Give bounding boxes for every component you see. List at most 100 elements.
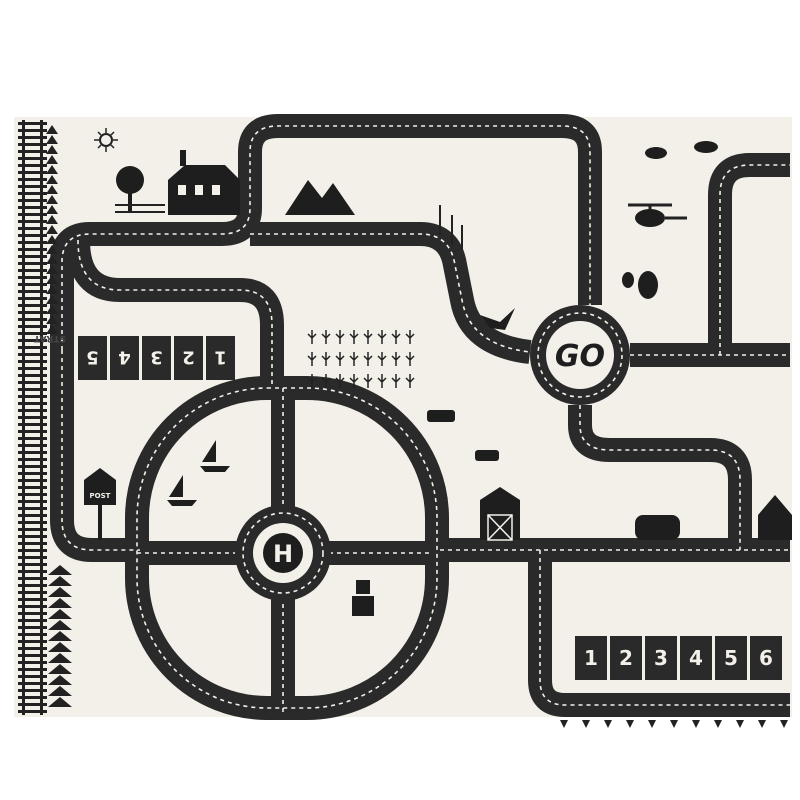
- number-box-label: 5: [724, 646, 738, 670]
- crop-icon: [363, 352, 373, 366]
- rail-tie: [18, 444, 47, 447]
- rail-tie: [18, 262, 47, 265]
- rail-tie: [18, 423, 47, 426]
- arrow-icon: [626, 720, 634, 728]
- pine-tree-icon: [48, 664, 72, 674]
- crop-icon: [377, 374, 387, 388]
- rail-tie: [18, 654, 47, 657]
- crop-field: [307, 330, 415, 388]
- number-box: [610, 636, 642, 680]
- rail-tie: [18, 472, 47, 475]
- arrow-icon: [758, 720, 766, 728]
- pine-tree-icon: [46, 135, 58, 144]
- rail-tie: [18, 416, 47, 419]
- start-label: STRAT: [33, 333, 66, 343]
- road-center-line: [539, 550, 790, 706]
- rail-tie: [18, 227, 47, 230]
- sun-icon: [94, 128, 118, 152]
- number-box: [680, 636, 712, 680]
- rail-tie: [18, 640, 47, 643]
- pine-tree-icon: [48, 653, 72, 663]
- number-box: [206, 336, 235, 380]
- crop-icon: [321, 374, 331, 388]
- pine-tree-icon: [46, 285, 58, 294]
- roads: [50, 114, 790, 720]
- rail-tie: [18, 269, 47, 272]
- rail-tie: [18, 451, 47, 454]
- rail-tie: [18, 150, 47, 153]
- rail-tie: [18, 192, 47, 195]
- rail-tie: [18, 619, 47, 622]
- rail-tie: [18, 311, 47, 314]
- number-box: [78, 336, 107, 380]
- rail-tie: [18, 528, 47, 531]
- pine-tree-icon: [46, 295, 58, 304]
- rail-tie: [18, 507, 47, 510]
- pine-tree-icon: [48, 675, 72, 685]
- pine-tree-icon: [46, 245, 58, 254]
- road-arrows: [560, 720, 788, 728]
- crop-icon: [321, 330, 331, 344]
- number-box-label: 3: [654, 646, 668, 670]
- arrow-icon: [582, 720, 590, 728]
- rail-tie: [18, 185, 47, 188]
- rail-tie: [18, 612, 47, 615]
- rail-tie: [18, 241, 47, 244]
- arrow-icon: [692, 720, 700, 728]
- rail-tie: [18, 206, 47, 209]
- crop-icon: [335, 374, 345, 388]
- rail-tie: [18, 535, 47, 538]
- arrow-icon: [670, 720, 678, 728]
- rail-tie: [18, 290, 47, 293]
- crop-icon: [349, 374, 359, 388]
- number-box-label: 4: [118, 347, 131, 368]
- rail-tie: [18, 633, 47, 636]
- rail-tie: [18, 297, 47, 300]
- number-box-label: 2: [619, 646, 633, 670]
- road-center-line: [61, 125, 591, 350]
- crop-icon: [363, 374, 373, 388]
- rail-tie: [18, 178, 47, 181]
- log-pile-icon: [635, 515, 680, 540]
- rail-tie: [18, 171, 47, 174]
- pine-tree-icon: [46, 125, 58, 134]
- rail-tie: [18, 402, 47, 405]
- crop-icon: [363, 330, 373, 344]
- pine-tree-icon: [46, 235, 58, 244]
- rail-tie: [18, 136, 47, 139]
- rail-tie: [18, 577, 47, 580]
- rail-tie: [18, 122, 47, 125]
- crop-icon: [391, 374, 401, 388]
- rail-tie: [18, 304, 47, 307]
- rail-tie: [18, 647, 47, 650]
- house-icon: [168, 150, 240, 215]
- rail-tie: [18, 696, 47, 699]
- arrow-icon: [648, 720, 656, 728]
- pine-tree-icon: [46, 145, 58, 154]
- crop-icon: [391, 352, 401, 366]
- post-box-icon: POST: [84, 468, 116, 540]
- pine-tree-icon: [46, 205, 58, 214]
- rail-tie: [18, 500, 47, 503]
- rail-tie: [18, 220, 47, 223]
- pine-tree-icon: [46, 215, 58, 224]
- rail-tie: [18, 129, 47, 132]
- rail-tie: [18, 668, 47, 671]
- number-box-label: 3: [150, 347, 163, 368]
- number-box: [645, 636, 677, 680]
- pine-tree-icon: [48, 686, 72, 696]
- rail-tie: [18, 493, 47, 496]
- rail-tie: [18, 381, 47, 384]
- rail-tie: [18, 486, 47, 489]
- rail-tie: [18, 353, 47, 356]
- number-box: [750, 636, 782, 680]
- pine-tree-icon: [46, 155, 58, 164]
- rail-tie: [18, 157, 47, 160]
- rail-tie: [18, 283, 47, 286]
- barn-icon: [480, 487, 520, 541]
- pine-tree-icon: [48, 697, 72, 707]
- crop-icon: [349, 352, 359, 366]
- go-label: GO: [555, 339, 605, 374]
